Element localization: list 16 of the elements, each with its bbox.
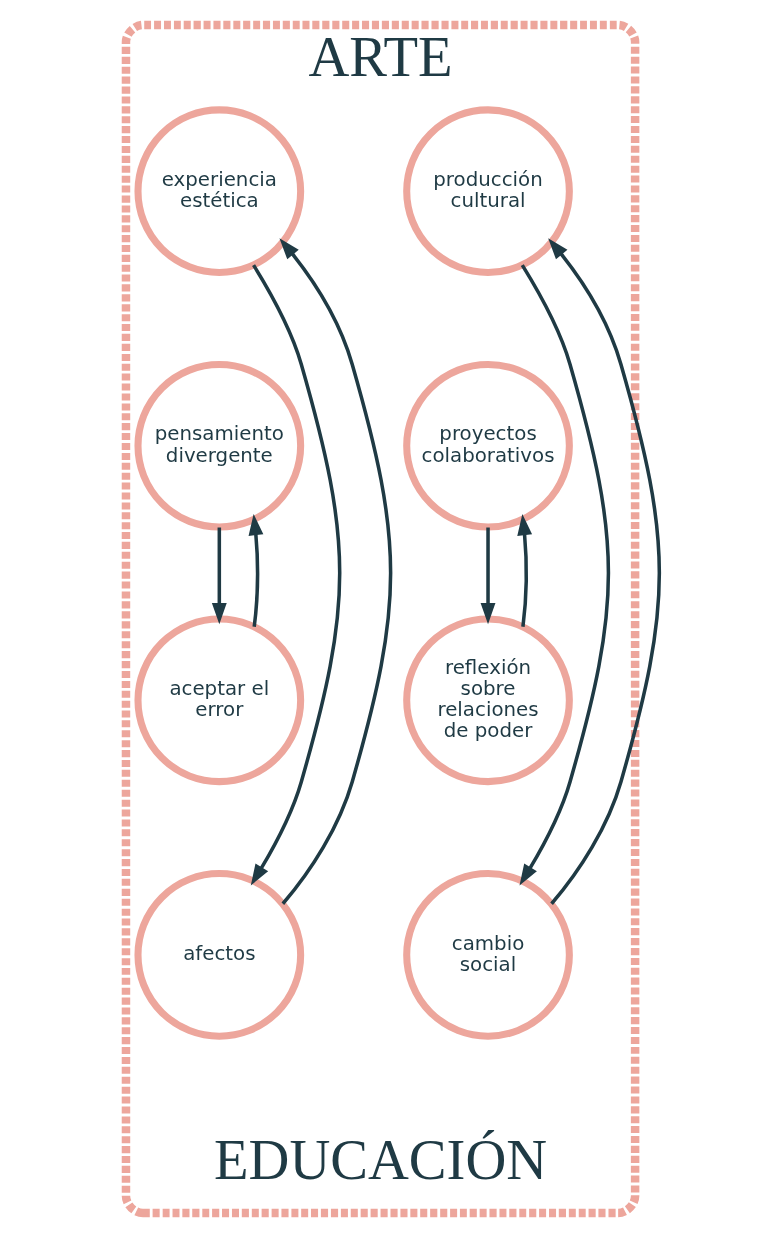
node-circle: reflexión sobre relaciones de poder [402, 615, 573, 786]
node-circle: producción cultural [402, 106, 573, 277]
node-circle: aceptar el error [133, 615, 304, 786]
arrow [516, 514, 532, 627]
arrow [211, 527, 227, 625]
node-circle: pensamiento divergente [133, 360, 304, 531]
node-circle: cambio social [402, 870, 573, 1040]
arrow [480, 527, 495, 625]
arrow [519, 264, 610, 886]
arrow [250, 264, 341, 886]
arrow [278, 238, 392, 905]
arrow [248, 514, 263, 627]
node-circle: afectos [133, 870, 304, 1040]
arrow [547, 238, 661, 905]
node-circle: proyectos colaborativos [402, 360, 573, 531]
node-circle: experiencia estética [133, 106, 304, 277]
